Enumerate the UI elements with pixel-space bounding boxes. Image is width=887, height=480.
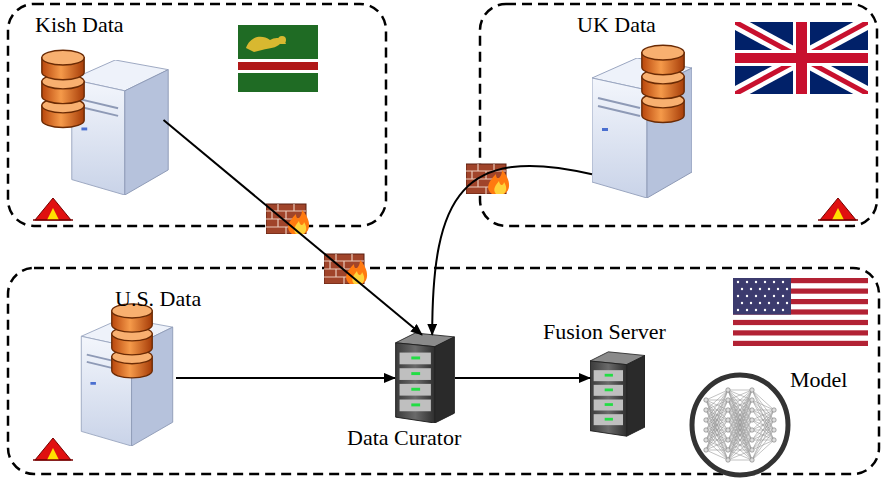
node-label: U.S. Data [115, 286, 201, 312]
node-label: Kish Data [35, 12, 124, 38]
node-label: Model [790, 367, 847, 393]
flag [733, 278, 868, 346]
node-label: Data Curator [347, 425, 461, 451]
flag [238, 25, 318, 92]
connector-arrow [455, 377, 590, 379]
node-label: Fusion Server [543, 319, 666, 345]
flag [735, 22, 868, 94]
data-server: U.S. Data [78, 320, 176, 446]
model-icon [692, 375, 788, 475]
node-label: UK Data [577, 12, 656, 38]
connector-arrow [164, 120, 423, 335]
fusion-server: Fusion Server [590, 350, 645, 440]
region-outline [480, 4, 877, 226]
connector-arrow [432, 166, 592, 335]
data-server: Kish Data [40, 45, 170, 195]
connector-arrow [176, 377, 395, 379]
data-server: UK Data [592, 40, 692, 198]
region-outline [8, 4, 386, 226]
region-outline [8, 268, 879, 474]
model-node: Model [692, 375, 788, 475]
curator-server: Data Curator [395, 333, 455, 423]
